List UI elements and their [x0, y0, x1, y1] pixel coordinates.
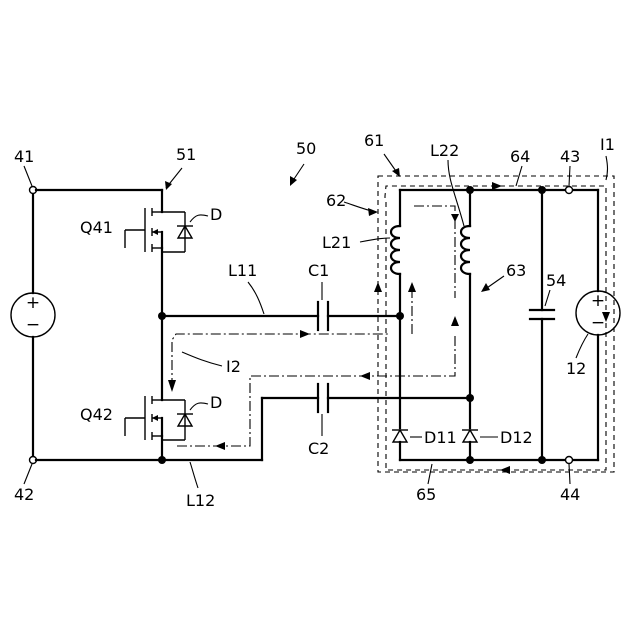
node-l22-top — [466, 186, 474, 194]
label-50: 50 — [296, 139, 316, 158]
current-path-i2-lower — [175, 336, 455, 446]
label-q41: Q41 — [80, 218, 113, 237]
left-source-minus: − — [26, 315, 40, 335]
label-c1: C1 — [308, 261, 329, 280]
label-42: 42 — [14, 485, 34, 504]
left-voltage-source: + − — [11, 190, 55, 460]
label-i2: I2 — [226, 357, 241, 376]
label-43: 43 — [560, 147, 580, 166]
current-path-i1 — [385, 186, 606, 470]
label-l22: L22 — [430, 141, 459, 160]
label-65: 65 — [416, 485, 436, 504]
inductor-l21 — [391, 226, 400, 274]
label-c2: C2 — [308, 439, 329, 458]
label-d12: D12 — [500, 428, 533, 447]
label-41: 41 — [14, 147, 34, 166]
switch-q41 — [125, 190, 193, 316]
label-64: 64 — [510, 147, 530, 166]
node-c54-top — [538, 186, 546, 194]
node-l21-c1 — [396, 312, 404, 320]
label-l12: L12 — [186, 491, 215, 510]
label-d-bot: D — [210, 393, 222, 412]
left-source-plus: + — [26, 293, 40, 313]
node-c54-bottom — [538, 456, 546, 464]
label-44: 44 — [560, 485, 580, 504]
label-i1: I1 — [600, 135, 615, 154]
label-54: 54 — [546, 271, 566, 290]
terminal-44 — [566, 457, 573, 464]
label-l21: L21 — [322, 233, 351, 252]
switch-q42 — [125, 316, 193, 460]
right-source-plus: + — [591, 291, 605, 311]
diode-d11 — [393, 430, 407, 442]
label-d11: D11 — [424, 428, 457, 447]
terminal-43 — [566, 187, 573, 194]
diode-d12 — [463, 430, 477, 442]
inductor-l22 — [461, 226, 470, 274]
node-d12-bottom — [466, 456, 474, 464]
label-51: 51 — [176, 145, 196, 164]
label-62: 62 — [326, 191, 346, 210]
label-d-top: D — [210, 205, 222, 224]
right-source-minus: − — [591, 313, 605, 333]
node-l22-c2 — [466, 394, 474, 402]
label-12: 12 — [566, 359, 586, 378]
label-l11: L11 — [228, 261, 257, 280]
label-63: 63 — [506, 261, 526, 280]
label-61: 61 — [364, 131, 384, 150]
node-bottom — [158, 456, 166, 464]
label-q42: Q42 — [80, 405, 113, 424]
